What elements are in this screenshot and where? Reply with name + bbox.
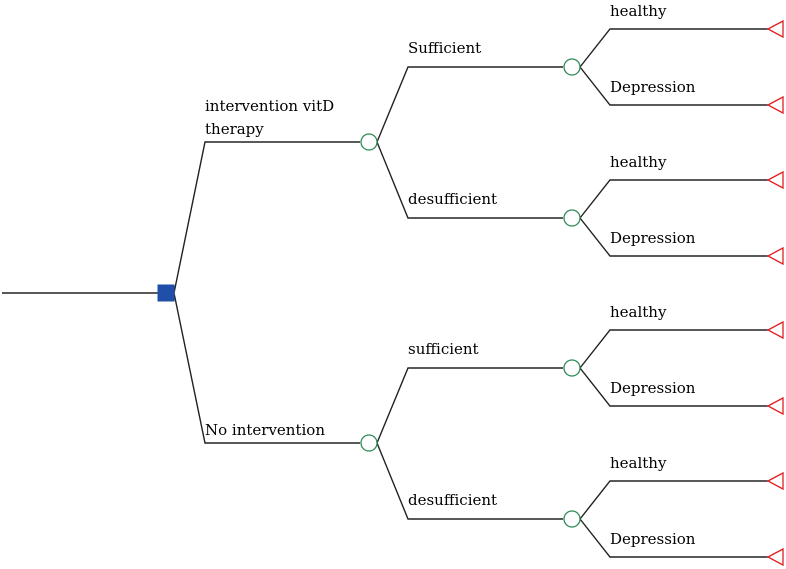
branch-label: Sufficient xyxy=(408,39,481,57)
branch-label: intervention vitD xyxy=(205,97,334,115)
branch-label: desufficient xyxy=(408,491,497,509)
branch-line xyxy=(579,518,768,558)
terminal-triangle-icon xyxy=(766,19,784,39)
chance-circle-icon xyxy=(563,209,581,227)
chance-circle-icon xyxy=(360,133,378,151)
terminal-triangle-icon xyxy=(766,170,784,190)
outcome-label: Depression xyxy=(610,379,696,397)
terminal-triangle-icon xyxy=(766,471,784,491)
outcome-label: Depression xyxy=(610,229,696,247)
branch-line xyxy=(579,329,768,369)
chance-circle-icon xyxy=(563,58,581,76)
branch-line xyxy=(579,217,768,257)
terminal-triangle-icon xyxy=(766,320,784,340)
branch-label: therapy xyxy=(205,120,264,138)
chance-circle-icon xyxy=(360,434,378,452)
branch-line xyxy=(376,367,563,444)
terminal-triangle-icon xyxy=(766,95,784,115)
outcome-label: Depression xyxy=(610,78,696,96)
chance-circle-icon xyxy=(563,510,581,528)
branch-line xyxy=(376,442,563,520)
decision-square-icon xyxy=(157,284,175,302)
branch-line xyxy=(579,66,768,106)
terminal-triangle-icon xyxy=(766,246,784,266)
branch-line xyxy=(579,179,768,219)
outcome-label: Depression xyxy=(610,530,696,548)
terminal-triangle-icon xyxy=(766,396,784,416)
branch-line xyxy=(376,66,563,143)
branch-label: No intervention xyxy=(205,421,325,439)
branch-line xyxy=(173,141,360,294)
branch-line xyxy=(173,292,360,444)
terminal-triangle-icon xyxy=(766,547,784,567)
outcome-label: healthy xyxy=(610,303,667,321)
branch-line xyxy=(376,141,563,219)
outcome-label: healthy xyxy=(610,153,667,171)
branch-line xyxy=(579,480,768,520)
branch-label: sufficient xyxy=(408,340,479,358)
branch-line xyxy=(579,367,768,407)
branch-line xyxy=(579,28,768,68)
branch-label: desufficient xyxy=(408,190,497,208)
chance-circle-icon xyxy=(563,359,581,377)
outcome-label: healthy xyxy=(610,2,667,20)
outcome-label: healthy xyxy=(610,454,667,472)
